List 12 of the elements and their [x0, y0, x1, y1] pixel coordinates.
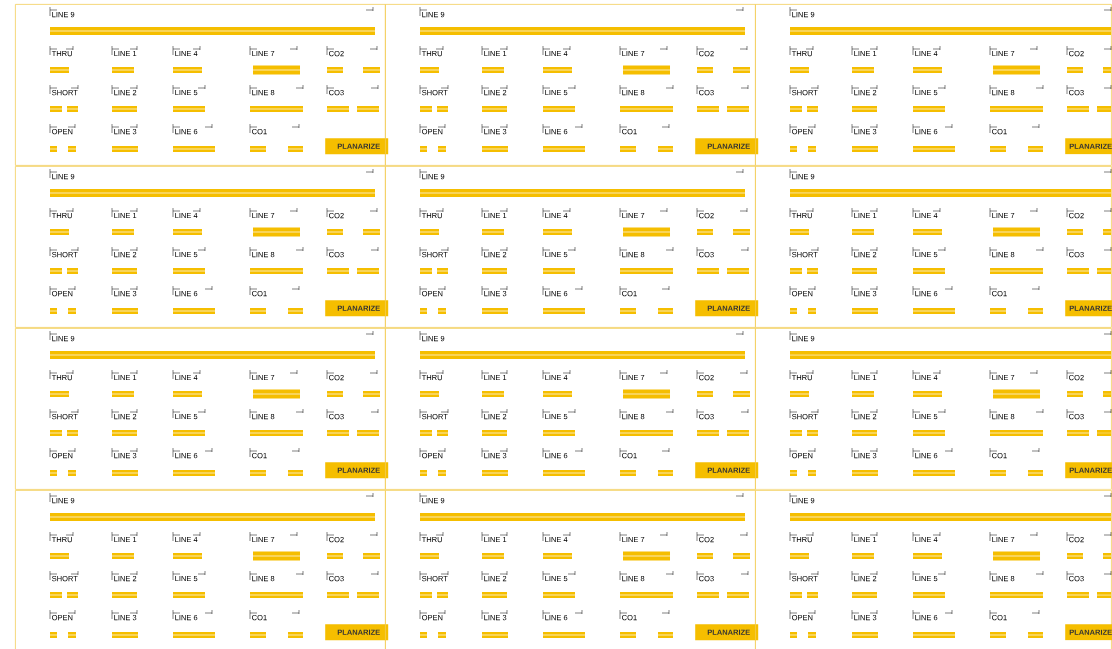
panel — [385, 490, 759, 649]
panel — [15, 328, 389, 490]
panel — [755, 328, 1112, 490]
panel — [385, 328, 759, 490]
panel — [15, 490, 389, 649]
panel — [385, 166, 759, 328]
panel — [15, 4, 389, 166]
panel — [755, 4, 1112, 166]
panel — [755, 490, 1112, 649]
panel — [385, 4, 759, 166]
panel — [15, 166, 389, 328]
panel — [755, 166, 1112, 328]
